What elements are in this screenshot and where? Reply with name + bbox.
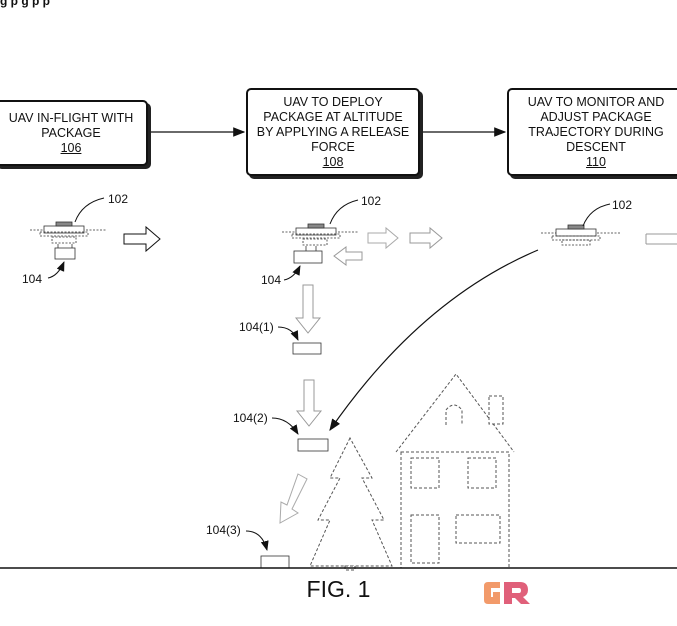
leader-line-104-2	[271, 417, 299, 435]
label-102-uav1: 102	[108, 192, 129, 206]
uav-drone-3	[541, 224, 620, 246]
label-104-2: 104(2)	[233, 411, 268, 425]
process-box-108: UAV TO DEPLOY PACKAGE AT ALTITUDE BY APP…	[246, 88, 420, 176]
label-102-uav3: 102	[612, 198, 633, 212]
box-108-line2: PACKAGE AT ALTITUDE	[263, 109, 403, 124]
label-104-pkg2: 104	[261, 273, 282, 287]
cropped-header-text: g p g p p	[0, 0, 50, 8]
box-108-number: 108	[322, 154, 344, 169]
motion-arrow-1	[123, 225, 161, 253]
box-110-line4: DESCENT	[566, 139, 626, 154]
motion-arrow-2a	[367, 226, 399, 250]
fall-arrow-2	[295, 379, 323, 427]
watermark-logo	[484, 582, 530, 604]
motion-arrow-3	[645, 233, 677, 245]
box-108-line3: BY APPLYING A RELEASE	[256, 124, 410, 139]
label-104-1: 104(1)	[239, 320, 274, 334]
package-3	[260, 555, 290, 569]
leader-line-104b	[283, 265, 301, 281]
box-110-line3: TRAJECTORY DURING	[528, 124, 664, 139]
box-106-line1: UAV IN-FLIGHT WITH	[8, 110, 134, 125]
pine-tree	[309, 436, 393, 571]
leader-line-104-3	[245, 530, 269, 551]
label-102-uav2: 102	[361, 194, 382, 208]
leader-line-104-1	[277, 326, 299, 341]
process-box-110: UAV TO MONITOR AND ADJUST PACKAGE TRAJEC…	[507, 88, 677, 176]
box-106-number: 106	[60, 140, 82, 155]
leader-line-102b	[329, 199, 359, 225]
box-110-line1: UAV TO MONITOR AND	[527, 94, 665, 109]
trajectory-monitor-curve	[329, 249, 539, 431]
label-104-pkg1: 104	[22, 272, 43, 286]
package-1	[292, 342, 322, 355]
house	[395, 373, 515, 569]
box-108-line4: FORCE	[311, 139, 355, 154]
fall-arrow-3	[279, 473, 308, 524]
uav-drone-2	[282, 223, 358, 264]
box-108-line1: UAV TO DEPLOY	[283, 94, 383, 109]
uav-drone-1	[30, 221, 106, 260]
box-110-line2: ADJUST PACKAGE	[540, 109, 652, 124]
figure-caption: FIG. 1	[306, 576, 371, 602]
box-110-number: 110	[586, 154, 606, 169]
leader-line-104a	[47, 261, 65, 279]
label-104-3: 104(3)	[206, 523, 241, 537]
leader-line-102c	[582, 203, 611, 227]
package-2	[297, 438, 329, 452]
fall-arrow-1	[294, 284, 322, 334]
process-box-106: UAV IN-FLIGHT WITH PACKAGE 106	[0, 100, 148, 166]
release-force-arrow	[333, 246, 363, 266]
box-106-line2: PACKAGE	[41, 125, 101, 140]
leader-line-102a	[74, 197, 105, 223]
motion-arrow-2b	[409, 226, 443, 250]
